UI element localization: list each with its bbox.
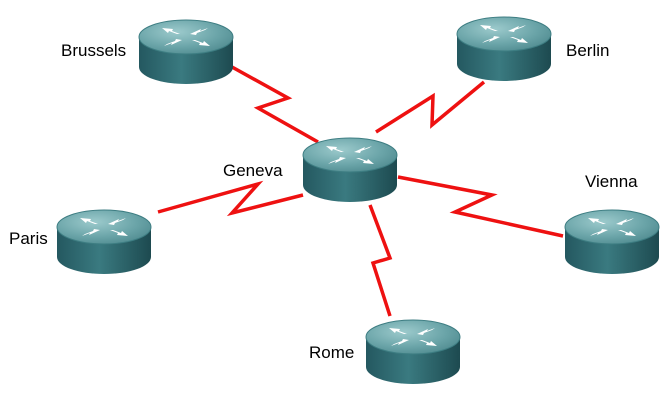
link-geneva-rome [368, 204, 393, 317]
label-geneva: Geneva [223, 161, 283, 180]
link-geneva-berlin [375, 80, 486, 134]
router-vienna-icon[interactable] [564, 209, 660, 275]
router-rome-icon[interactable] [365, 319, 461, 385]
router-brussels-icon[interactable] [138, 19, 234, 85]
label-berlin: Berlin [566, 41, 610, 60]
label-rome: Rome [309, 343, 355, 362]
link-geneva-vienna [397, 175, 564, 238]
label-vienna: Vienna [585, 172, 638, 191]
router-paris-icon[interactable] [56, 209, 152, 275]
router-berlin-icon[interactable] [456, 16, 552, 82]
label-brussels: Brussels [61, 41, 127, 60]
router-geneva-icon[interactable] [302, 137, 398, 203]
link-geneva-paris [157, 180, 304, 217]
label-paris: Paris [9, 229, 48, 248]
link-geneva-brussels [231, 65, 319, 144]
